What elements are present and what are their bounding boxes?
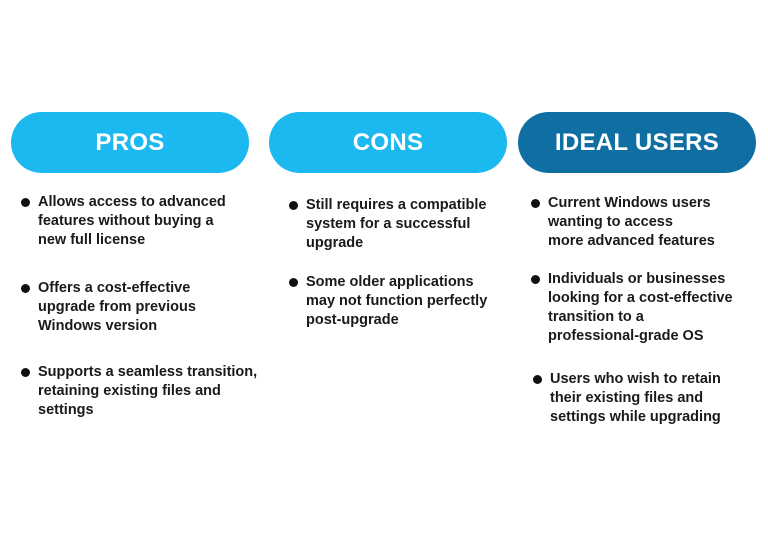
cons-item-text: Still requires a compatible system for a… — [306, 197, 487, 251]
bullet-icon — [533, 375, 542, 384]
pros-item-text: Supports a seamless transition, retainin… — [38, 364, 258, 418]
cons-header-label: CONS — [352, 128, 424, 156]
pros-item: Allows access to advanced features witho… — [21, 193, 226, 250]
ideal-users-item: Current Windows users wanting to access … — [531, 194, 715, 251]
cons-item: Some older applications may not function… — [289, 273, 487, 330]
bullet-icon — [289, 278, 298, 287]
ideal-users-item: Users who wish to retain their existing … — [533, 370, 721, 427]
pros-item-text: Allows access to advanced features witho… — [38, 194, 226, 248]
pros-header: PROS — [11, 112, 249, 173]
bullet-icon — [21, 368, 30, 377]
pros-item-text: Offers a cost-effective upgrade from pre… — [38, 280, 196, 334]
ideal-users-item-text: Individuals or businesses looking for a … — [548, 271, 733, 344]
bullet-icon — [531, 199, 540, 208]
ideal-users-item-text: Current Windows users wanting to access … — [548, 195, 715, 249]
pros-item: Offers a cost-effective upgrade from pre… — [21, 279, 196, 336]
pros-item: Supports a seamless transition, retainin… — [21, 363, 257, 420]
cons-item: Still requires a compatible system for a… — [289, 196, 487, 253]
bullet-icon — [21, 198, 30, 207]
bullet-icon — [289, 201, 298, 210]
cons-header: CONS — [269, 112, 507, 173]
pros-header-label: PROS — [95, 128, 165, 156]
ideal-users-item: Individuals or businesses looking for a … — [531, 270, 733, 346]
cons-item-text: Some older applications may not function… — [306, 274, 488, 328]
bullet-icon — [21, 284, 30, 293]
ideal-users-header: IDEAL USERS — [518, 112, 756, 173]
bullet-icon — [531, 275, 540, 284]
ideal-users-header-label: IDEAL USERS — [554, 128, 720, 156]
ideal-users-item-text: Users who wish to retain their existing … — [550, 371, 721, 425]
